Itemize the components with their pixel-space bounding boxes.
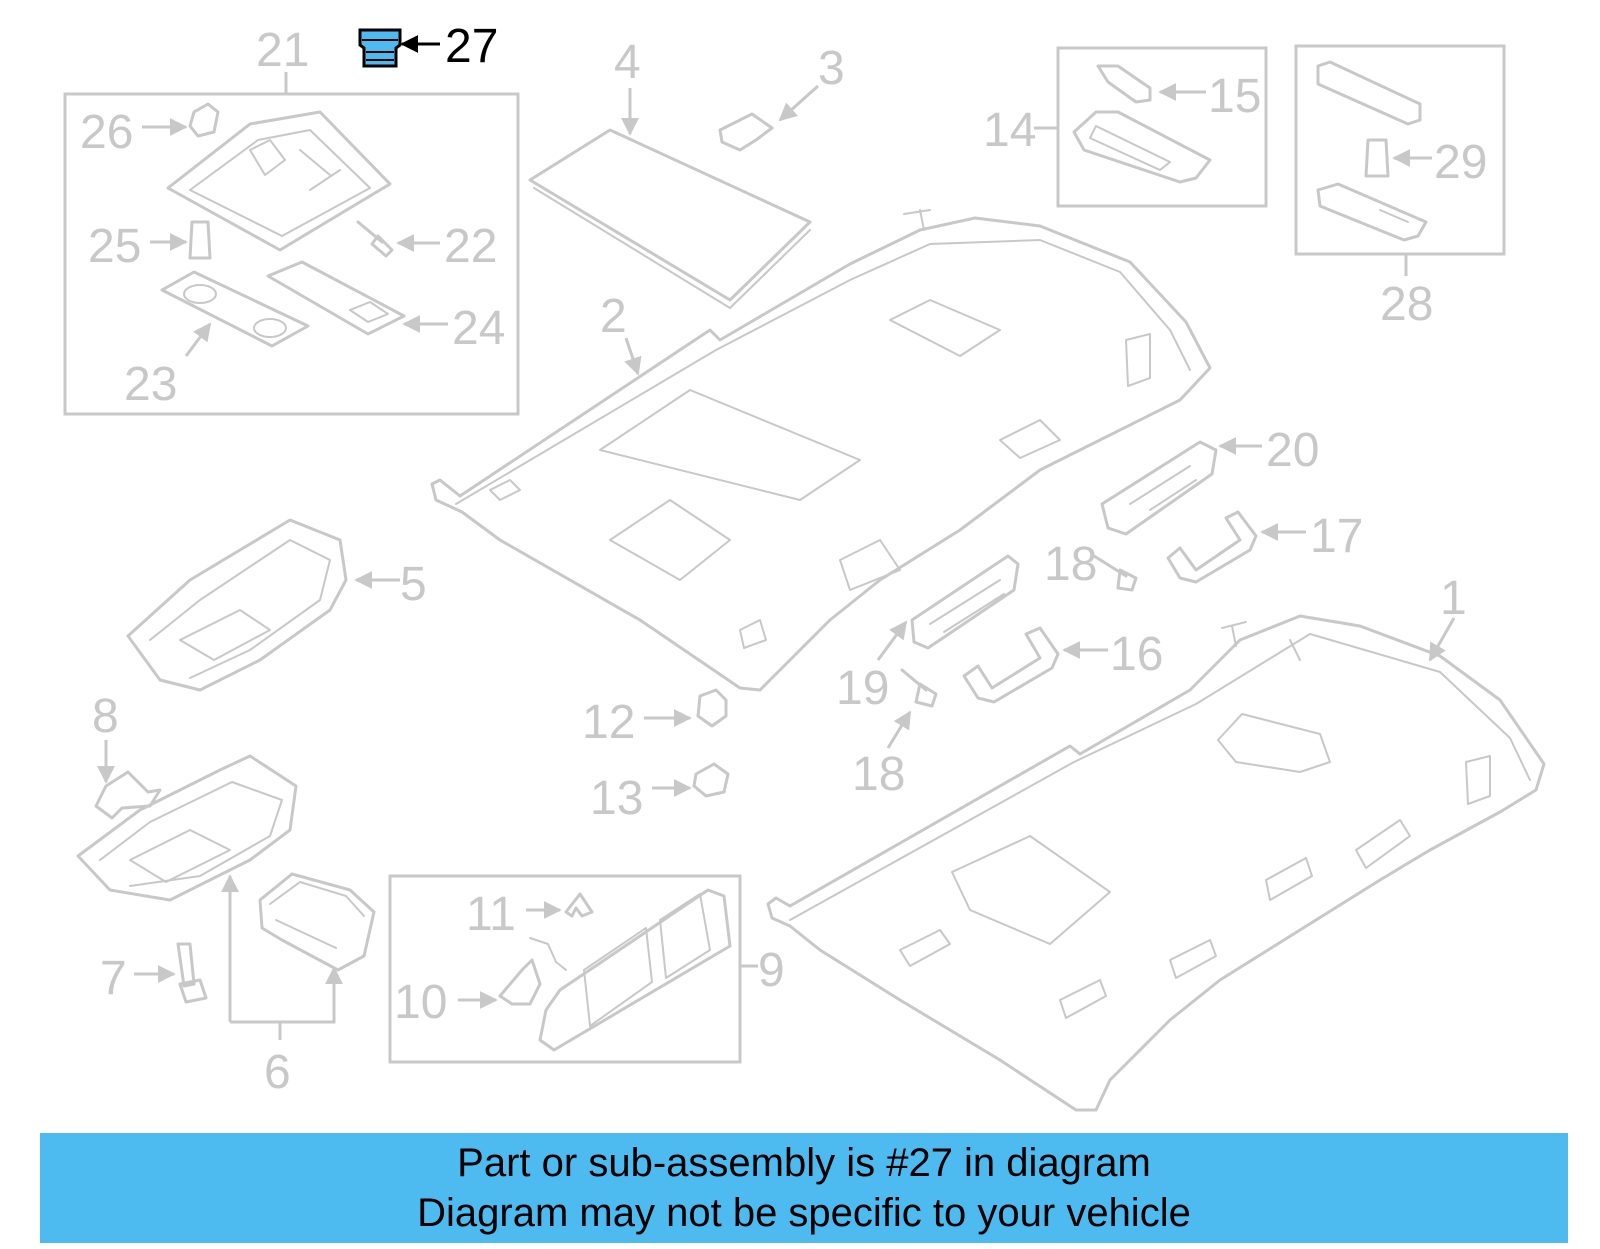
callout-21[interactable]: 21 xyxy=(256,24,309,77)
part-24-lens xyxy=(266,260,406,336)
part-2-headliner xyxy=(430,209,1212,692)
callout-20[interactable]: 20 xyxy=(1266,424,1319,477)
callout-24[interactable]: 24 xyxy=(452,302,505,355)
callout-8[interactable]: 8 xyxy=(92,690,119,743)
part-7-bolt xyxy=(176,942,208,1004)
part-18-bolt-upper xyxy=(1092,554,1138,592)
part-12-clip xyxy=(696,688,728,728)
info-banner: Part or sub-assembly is #27 in diagram D… xyxy=(40,1133,1568,1243)
callout-7[interactable]: 7 xyxy=(100,952,127,1005)
part-17-handle xyxy=(1166,510,1258,584)
callout-6[interactable]: 6 xyxy=(264,1046,291,1099)
part-3-bracket xyxy=(718,112,774,152)
part-29-bulb xyxy=(1364,138,1390,178)
callout-5[interactable]: 5 xyxy=(400,558,427,611)
part-16-handle xyxy=(962,626,1060,704)
callout-13[interactable]: 13 xyxy=(590,772,643,825)
callout-3[interactable]: 3 xyxy=(818,42,845,95)
box-21 xyxy=(63,92,520,416)
callout-27[interactable]: 27 xyxy=(445,20,498,73)
callout-9[interactable]: 9 xyxy=(758,944,785,997)
callout-16[interactable]: 16 xyxy=(1110,628,1163,681)
part-10-mount xyxy=(498,958,542,1006)
part-28-lamp-lower xyxy=(1316,182,1428,242)
callout-17[interactable]: 17 xyxy=(1310,510,1363,563)
callout-22[interactable]: 22 xyxy=(444,220,497,273)
callout-19[interactable]: 19 xyxy=(836,662,889,715)
part-6-console xyxy=(76,754,298,902)
box-28 xyxy=(1294,44,1506,256)
callout-12[interactable]: 12 xyxy=(582,696,635,749)
callout-1[interactable]: 1 xyxy=(1440,572,1467,625)
callout-4[interactable]: 4 xyxy=(614,36,641,89)
part-4-panel xyxy=(528,128,812,309)
part-26-clip xyxy=(188,102,220,138)
callout-18-lower[interactable]: 18 xyxy=(852,748,905,801)
part-28-lamp-upper xyxy=(1316,60,1422,126)
part-13-clip xyxy=(692,762,730,798)
callout-10[interactable]: 10 xyxy=(394,976,447,1029)
part-1-headliner xyxy=(766,614,1546,1112)
dome-light-housing xyxy=(166,110,392,252)
part-23-lens xyxy=(160,270,310,348)
part-15-lens xyxy=(1096,64,1152,104)
callout-28[interactable]: 28 xyxy=(1380,278,1433,331)
part-6-bracket-lines xyxy=(228,880,336,1024)
part-20-cover xyxy=(1100,440,1218,536)
part-18-bolt-lower xyxy=(900,668,938,708)
part-9-visor xyxy=(529,888,732,1052)
callout-23[interactable]: 23 xyxy=(124,358,177,411)
callout-14[interactable]: 14 xyxy=(983,104,1036,157)
callout-29[interactable]: 29 xyxy=(1434,136,1487,189)
callout-25[interactable]: 25 xyxy=(88,220,141,273)
part-6-sunglass-holder xyxy=(258,872,376,972)
callout-18-upper[interactable]: 18 xyxy=(1044,538,1097,591)
part-19-cover xyxy=(910,554,1020,650)
callout-15[interactable]: 15 xyxy=(1208,70,1261,123)
part-11-clip xyxy=(564,892,594,918)
part-5-console xyxy=(126,518,348,692)
part-14-lamp xyxy=(1072,110,1212,184)
banner-line-1: Part or sub-assembly is #27 in diagram xyxy=(457,1141,1151,1185)
box-9 xyxy=(388,874,742,1064)
banner-line-2: Diagram may not be specific to your vehi… xyxy=(417,1191,1191,1235)
callout-2[interactable]: 2 xyxy=(600,290,627,343)
callout-26[interactable]: 26 xyxy=(80,106,133,159)
part-27-bulb[interactable] xyxy=(358,28,402,68)
callout-11[interactable]: 11 xyxy=(466,888,516,941)
part-22-screw xyxy=(356,220,394,258)
part-25-bulb xyxy=(188,220,212,260)
